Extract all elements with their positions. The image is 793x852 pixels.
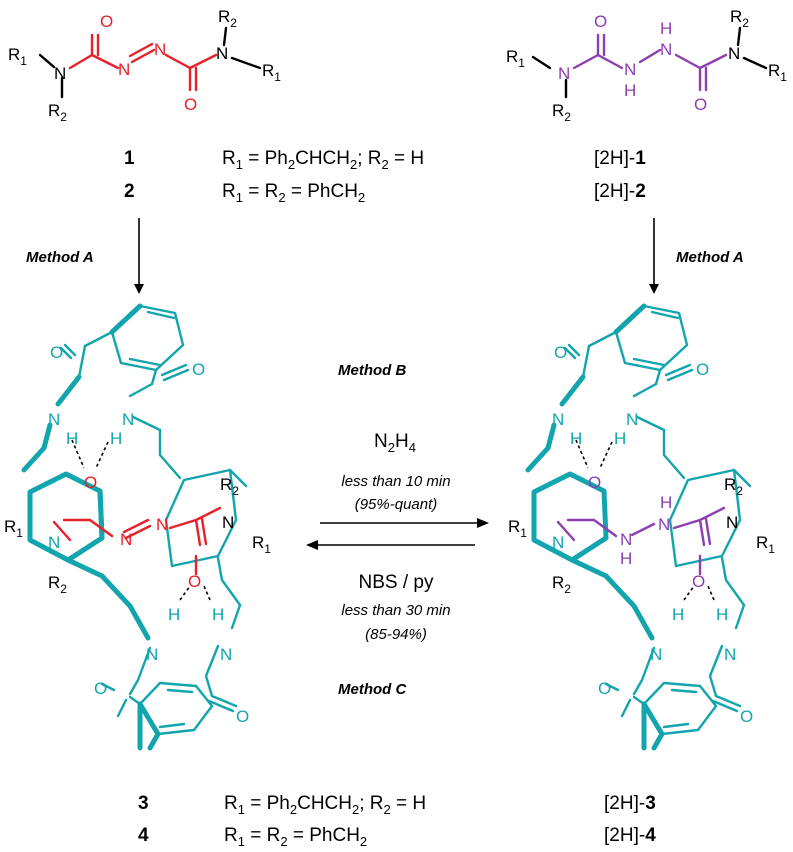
atom-label: O <box>100 12 113 31</box>
forward-reagent: N2H4 <box>374 431 416 455</box>
atom-label: O <box>188 572 201 591</box>
atom-label: N <box>620 530 632 549</box>
forward-time: less than 10 min <box>341 473 450 490</box>
substituent-r1: R1 <box>4 517 23 540</box>
atom-label: N <box>48 533 60 552</box>
atom-label: N <box>726 513 738 532</box>
atom-label: N <box>660 40 672 59</box>
atom-label: O <box>236 707 249 726</box>
atom-label: O <box>192 360 205 379</box>
atom-label: O <box>50 343 63 362</box>
substituent-r1: R1 <box>508 517 527 540</box>
substituent-r2: R2 <box>730 7 749 30</box>
substituent-r2: R2 <box>552 573 571 596</box>
atom-label: N <box>216 44 228 63</box>
atom-label: H <box>620 549 632 568</box>
compound-number: 3 <box>138 793 149 814</box>
atom-label: H <box>66 429 78 448</box>
azo-compound-structure: O N N N O N R1 R2 R2 R1 <box>8 7 281 124</box>
atom-label: H <box>168 605 180 624</box>
atom-label: N <box>120 530 132 549</box>
substituent-definition: R1 = R2 = PhCH2 <box>224 825 367 849</box>
hydrazo-rotaxane-structure: O O N H N H O N N H N H O N H H N N O O … <box>508 303 775 751</box>
atom-label: N <box>552 410 564 429</box>
atom-label: N <box>552 533 564 552</box>
compound-label: [2H]-1 <box>594 148 646 169</box>
atom-label: N <box>54 64 66 83</box>
substituent-r1: R1 <box>8 45 27 68</box>
atom-label: N <box>154 40 166 59</box>
atom-label: N <box>48 410 60 429</box>
atom-label: O <box>694 95 707 114</box>
atom-label: N <box>728 44 740 63</box>
substituent-r2: R2 <box>218 7 237 30</box>
substituent-definition: R1 = R2 = PhCH2 <box>222 181 365 205</box>
atom-label: N <box>558 64 570 83</box>
atom-label: O <box>184 95 197 114</box>
atom-label: N <box>658 515 670 534</box>
reverse-time: less than 30 min <box>341 602 450 619</box>
substituent-r1: R1 <box>756 533 775 556</box>
substituent-definition: R1 = Ph2CHCH2; R2 = H <box>224 793 426 817</box>
atom-label: O <box>84 473 97 492</box>
atom-label: O <box>692 572 705 591</box>
atom-label: O <box>740 707 753 726</box>
atom-label: N <box>156 515 168 534</box>
method-a-label-right: Method A <box>676 249 744 266</box>
atom-label: O <box>594 12 607 31</box>
atom-label: H <box>660 19 672 38</box>
compound-number: 2 <box>124 181 135 202</box>
atom-label: N <box>122 410 134 429</box>
atom-label: N <box>650 645 662 664</box>
compound-label: [2H]-2 <box>594 181 646 202</box>
atom-label: H <box>660 493 672 512</box>
atom-label: H <box>212 605 224 624</box>
azo-rotaxane-structure: O O N H N H O N N N O N H H N N O O R1 R… <box>4 303 271 751</box>
atom-label: H <box>624 81 636 100</box>
reverse-reagent: NBS / py <box>359 572 434 593</box>
substituent-r1: R1 <box>506 47 525 70</box>
bottom-compound-legend: 3 4 R1 = Ph2CHCH2; R2 = H R1 = R2 = PhCH… <box>138 793 656 849</box>
atom-label: N <box>626 410 638 429</box>
method-c-label: Method C <box>338 681 407 698</box>
substituent-r2: R2 <box>220 475 239 498</box>
atom-label: O <box>554 343 567 362</box>
compound-number: 1 <box>124 148 135 169</box>
compound-number: 4 <box>138 825 149 846</box>
method-a-label-left: Method A <box>26 249 94 266</box>
hydrazo-compound-structure: O N N H N H O N R1 R2 R2 R1 <box>506 7 787 124</box>
interconversion-arrows: Method B N2H4 less than 10 min (95%-quan… <box>306 362 489 698</box>
substituent-r1: R1 <box>768 61 787 84</box>
compound-label: [2H]-4 <box>604 825 656 846</box>
atom-label: O <box>94 679 107 698</box>
atom-label: O <box>696 360 709 379</box>
top-compound-legend: 1 2 R1 = Ph2CHCH2; R2 = H R1 = R2 = PhCH… <box>124 148 646 205</box>
atom-label: N <box>222 513 234 532</box>
atom-label: H <box>672 605 684 624</box>
substituent-r2: R2 <box>48 101 67 124</box>
compound-label: [2H]-3 <box>604 793 656 814</box>
substituent-r1: R1 <box>262 61 281 84</box>
atom-label: N <box>220 645 232 664</box>
atom-label: N <box>624 60 636 79</box>
substituent-r2: R2 <box>552 101 571 124</box>
method-a-arrows: Method A Method A <box>26 218 744 294</box>
atom-label: H <box>110 429 122 448</box>
atom-label: O <box>588 473 601 492</box>
atom-label: N <box>146 645 158 664</box>
atom-label: H <box>614 429 626 448</box>
atom-label: N <box>724 645 736 664</box>
substituent-r2: R2 <box>724 475 743 498</box>
atom-label: H <box>570 429 582 448</box>
substituent-definition: R1 = Ph2CHCH2; R2 = H <box>222 148 424 172</box>
substituent-r2: R2 <box>48 573 67 596</box>
forward-yield: (95%-quant) <box>355 496 438 513</box>
atom-label: H <box>716 605 728 624</box>
atom-label: O <box>598 679 611 698</box>
substituent-r1: R1 <box>252 533 271 556</box>
reverse-yield: (85-94%) <box>365 626 427 643</box>
method-b-label: Method B <box>338 362 406 379</box>
atom-label: N <box>118 60 130 79</box>
